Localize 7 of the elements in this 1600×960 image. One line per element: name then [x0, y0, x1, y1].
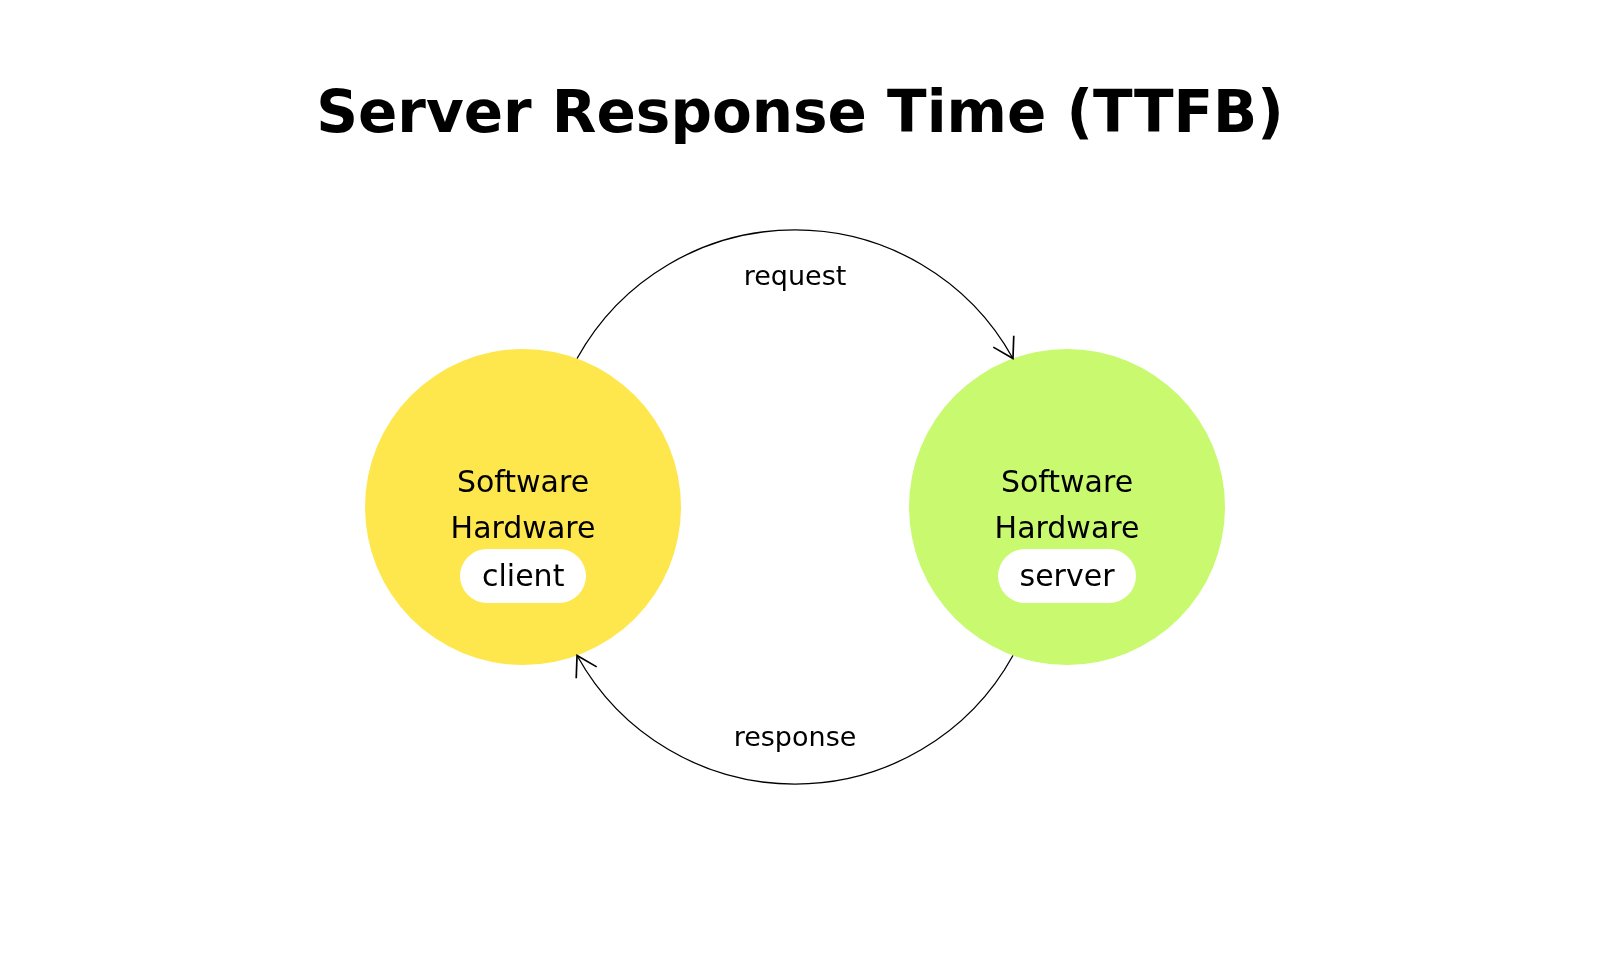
curved-arrow [576, 229, 1014, 360]
tag-pill: server [997, 549, 1137, 603]
title: Server Response Time (TTFB) [315, 78, 1285, 146]
circle-node [365, 349, 681, 665]
tag-pill: client [460, 549, 587, 603]
curved-arrow [576, 654, 1014, 785]
circle-node [909, 349, 1225, 665]
